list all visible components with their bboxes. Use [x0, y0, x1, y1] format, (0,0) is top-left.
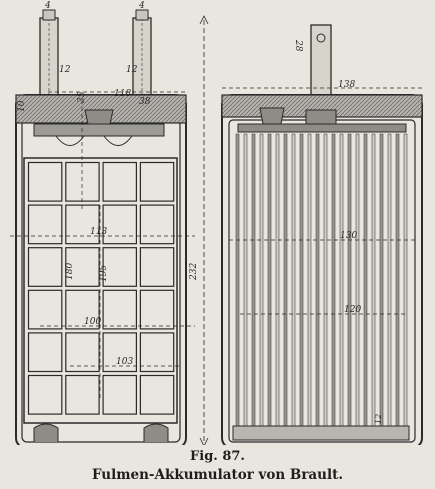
plate-grid — [27, 161, 175, 415]
dim-stem-left: 12 — [59, 65, 71, 75]
front-bridge — [55, 135, 133, 146]
grid-cell — [27, 374, 63, 415]
dim-side-plate-width: 120 — [344, 305, 361, 315]
figure-number: Fig. 87. — [190, 449, 245, 464]
grid-cell — [27, 332, 63, 373]
grid-cell — [27, 289, 63, 330]
side-case-inner — [228, 119, 416, 443]
figure-caption: Fulmen-Akkumulator von Brault. — [91, 467, 344, 483]
plate-strip — [299, 133, 304, 427]
grid-cell — [102, 247, 137, 287]
dim-plate-height: 180 — [65, 263, 75, 280]
dim-side-foot: 12 — [374, 414, 383, 424]
plate-strip — [315, 133, 320, 427]
grid-cell — [139, 289, 175, 330]
grid-cell — [65, 374, 100, 415]
grid-cell — [139, 374, 175, 415]
plate-strip — [371, 133, 376, 427]
dim-top-width: 118 — [114, 89, 131, 99]
grid-cell — [65, 332, 100, 373]
front-connector-bar — [33, 123, 165, 137]
grid-cell — [102, 204, 137, 245]
plate-strip — [275, 133, 280, 427]
grid-cell — [139, 204, 175, 245]
dim-rib-left: 35 — [77, 91, 87, 103]
grid-cell — [102, 332, 137, 373]
grid-cell — [139, 161, 175, 202]
plate-strip — [395, 133, 400, 427]
dim-terminal-height: 28 — [293, 39, 303, 52]
plate-strip — [267, 133, 272, 427]
grid-cell — [65, 289, 100, 330]
side-plate-strips — [235, 133, 408, 427]
dim-plate-width-top: 113 — [90, 227, 107, 237]
grid-cell — [27, 161, 63, 202]
dim-terminal-width-left: 4 — [44, 1, 51, 11]
dim-rib-right: 38 — [139, 97, 151, 107]
side-connector — [237, 123, 407, 133]
plate-strip — [235, 133, 240, 427]
grid-cell — [102, 374, 137, 415]
plate-strip — [363, 133, 368, 427]
side-terminal-base — [305, 109, 337, 125]
grid-cell — [27, 204, 63, 245]
grid-cell — [102, 289, 137, 330]
grid-cell — [65, 204, 100, 245]
dim-stem-right: 12 — [126, 65, 138, 75]
grid-cell — [139, 247, 175, 287]
dim-outer-height: 232 — [189, 263, 199, 281]
plate-strip — [307, 133, 312, 427]
side-vent-plug — [259, 107, 285, 125]
dim-plate-width-bottom: 103 — [116, 357, 133, 367]
dim-plate-height-inner: 195 — [99, 265, 109, 282]
plate-strip — [323, 133, 328, 427]
accumulator-diagram: 4 4 28 12 12 118 35 38 10 232 113 180 19… — [10, 1, 423, 449]
plate-strip — [403, 133, 408, 427]
plate-strip — [339, 133, 344, 427]
plate-strip — [347, 133, 352, 427]
plate-strip — [243, 133, 248, 427]
front-foot-left — [33, 423, 59, 442]
front-plate-frame — [23, 157, 178, 424]
front-foot-right — [143, 423, 169, 442]
grid-cell — [139, 332, 175, 373]
side-bottom-tray — [232, 425, 410, 441]
dim-side-inner-width: 130 — [340, 231, 357, 241]
dim-lid-left: 10 — [17, 100, 27, 112]
grid-cell — [65, 247, 100, 287]
plate-strip — [379, 133, 384, 427]
grid-cell — [27, 247, 63, 287]
dim-terminal-width-right: 4 — [138, 1, 145, 11]
plate-strip — [355, 133, 360, 427]
plate-strip — [291, 133, 296, 427]
plate-strip — [387, 133, 392, 427]
grid-cell — [102, 161, 137, 202]
plate-strip — [251, 133, 256, 427]
grid-cell — [65, 161, 100, 202]
plate-strip — [283, 133, 288, 427]
dim-side-top-width: 138 — [338, 80, 355, 90]
dim-plate-width-mid: 100 — [84, 317, 101, 327]
side-section-view — [221, 24, 423, 449]
plate-strip — [331, 133, 336, 427]
overall-height-dimension — [199, 15, 209, 447]
plate-strip — [259, 133, 264, 427]
front-vent-plug — [84, 109, 114, 125]
